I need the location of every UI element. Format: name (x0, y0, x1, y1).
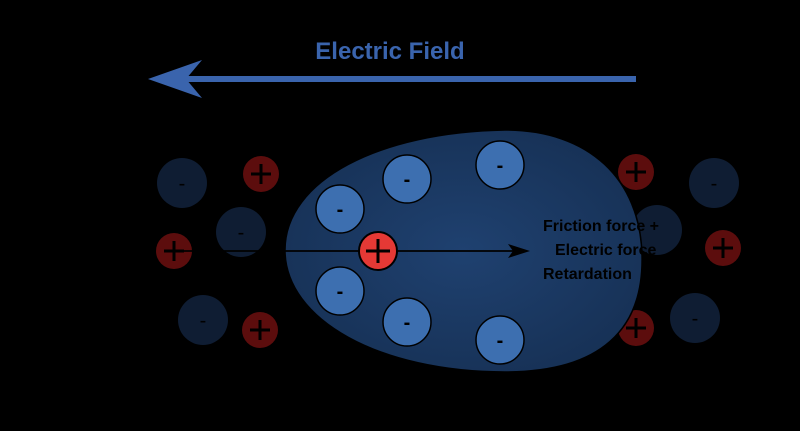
cloud-negative-ions (315, 140, 525, 365)
cloud-negative-ion (475, 140, 525, 190)
minus-sign-icon: - (711, 173, 718, 195)
outer-negative-ion (178, 295, 228, 345)
plus-sign-icon (366, 239, 390, 263)
force-label-line-3: Retardation (543, 266, 632, 283)
outer-negative-ion (689, 158, 739, 208)
minus-sign-icon: - (337, 281, 344, 303)
outer-negative-ion (632, 205, 682, 255)
cloud-negative-ion (382, 297, 432, 347)
force-label-line-1: Friction force + (543, 218, 660, 235)
plus-sign-icon (251, 164, 271, 184)
plus-sign-icon (250, 320, 270, 340)
outer-negative-ion (216, 207, 266, 257)
electric-field-label: Electric Field (315, 38, 465, 65)
cloud-negative-signs: - - - - - - (337, 155, 504, 352)
cloud-negative-ion (315, 266, 365, 316)
outer-negative-ion (157, 158, 207, 208)
plus-sign-icon (713, 238, 733, 258)
minus-sign-icon: - (200, 310, 207, 332)
plus-sign-icon (626, 162, 646, 182)
plus-sign-icon (626, 318, 646, 338)
force-label-line-2: Electric force (555, 242, 657, 259)
minus-sign-icon: - (179, 173, 186, 195)
minus-sign-icon: - (692, 308, 699, 330)
electric-field-arrow-head-icon (148, 60, 202, 98)
minus-sign-icon: - (404, 169, 411, 191)
cloud-negative-ion (475, 315, 525, 365)
outer-ions-right (618, 154, 741, 346)
outer-ions-left (156, 156, 279, 348)
outer-ion-signs: - - - - - (179, 173, 718, 332)
cloud-negative-ion (315, 184, 365, 234)
minus-sign-icon: - (497, 155, 504, 177)
force-arrow-head-icon (508, 244, 530, 258)
minus-sign-icon: - (404, 312, 411, 334)
minus-sign-icon: - (497, 330, 504, 352)
minus-sign-icon: - (337, 199, 344, 221)
outer-negative-ion (670, 293, 720, 343)
cloud-negative-ion (382, 154, 432, 204)
minus-sign-icon: - (238, 222, 245, 244)
